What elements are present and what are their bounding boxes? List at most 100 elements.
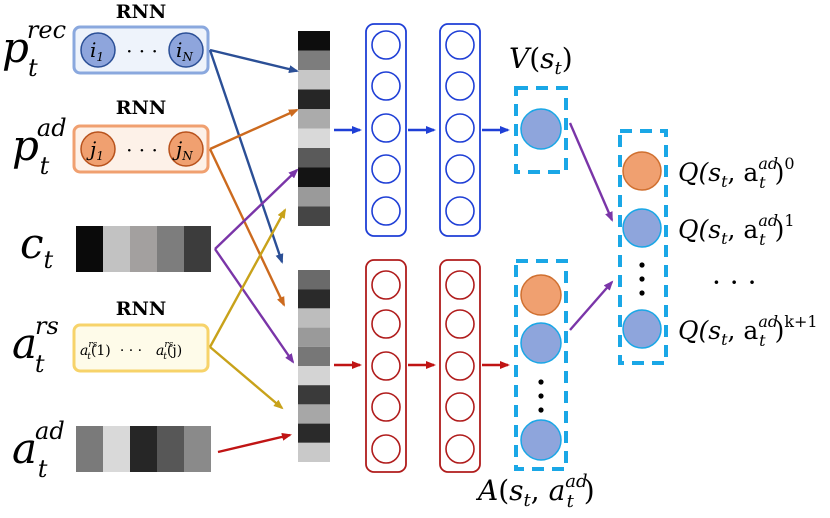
svg-text:jN: jN <box>172 137 193 163</box>
bot-vec-cell-2 <box>298 308 330 328</box>
value-dashed-box <box>514 86 568 174</box>
svg-text:j1: j1 <box>86 137 104 163</box>
aad-cell-2 <box>130 426 157 472</box>
bot-l2-node-2 <box>445 351 475 381</box>
top-vec-cell-1 <box>298 50 330 70</box>
q-node-1 <box>622 208 662 248</box>
arrow-pad-bottom <box>208 148 286 307</box>
arrow-aad-bottom <box>217 432 292 454</box>
rnn-title-rs: RNN <box>116 298 167 320</box>
arrow-ars-top <box>208 208 287 348</box>
advantage-node-0 <box>520 274 562 316</box>
concat-vector-bottom <box>298 270 330 462</box>
label-c: ct <box>20 219 54 274</box>
bot-vec-cell-9 <box>298 442 330 462</box>
ellipsis-ad: · · · <box>126 138 158 162</box>
q-node-k <box>622 309 662 349</box>
concat-vector-top <box>298 31 330 226</box>
value-label: V(st) <box>509 42 573 79</box>
bottom-layer-1-nodes <box>371 270 401 464</box>
top-l1-node-2 <box>371 113 401 143</box>
rnn-node-iN <box>168 32 204 68</box>
advantage-vdots-2 <box>538 393 544 399</box>
top-vec-cell-9 <box>298 206 330 226</box>
top-vec-cell-8 <box>298 187 330 207</box>
bot-vec-cell-7 <box>298 404 330 424</box>
q-node-0 <box>622 151 662 191</box>
q-dashed-box <box>618 129 668 365</box>
feature-bar-a-ad <box>76 426 211 472</box>
top-vec-cell-5 <box>298 128 330 148</box>
arrow-v-to-q <box>568 122 614 222</box>
bot-l1-node-1 <box>371 309 401 339</box>
bottom-stream <box>334 259 510 473</box>
svg-text:· · ·: · · · <box>120 343 142 359</box>
bottom-layer-2-nodes <box>445 270 475 464</box>
rnn-node-i1 <box>80 32 116 68</box>
bot-vec-cell-4 <box>298 346 330 366</box>
ct-cell-0 <box>76 226 103 272</box>
top-layer-2-nodes <box>445 30 475 226</box>
top-vec-cell-2 <box>298 70 330 90</box>
rnn-title-ad: RNN <box>116 97 167 119</box>
svg-text:iN: iN <box>176 38 193 64</box>
q-output-head <box>618 129 668 365</box>
advantage-dashed-box <box>514 259 568 471</box>
aad-cell-1 <box>103 426 130 472</box>
bot-vec-cell-8 <box>298 423 330 443</box>
bot-l2-node-3 <box>445 392 475 422</box>
top-l2-node-2 <box>445 113 475 143</box>
ct-cell-2 <box>130 226 157 272</box>
bot-vec-cell-0 <box>298 270 330 290</box>
bot-l1-node-2 <box>371 351 401 381</box>
rnn-box-rec: i1 iN · · · <box>72 25 210 75</box>
arrow-pad-top <box>209 108 299 151</box>
top-vec-cell-3 <box>298 89 330 109</box>
top-l1-node-3 <box>371 154 401 184</box>
advantage-node-k <box>520 419 562 461</box>
top-vec-cell-6 <box>298 148 330 168</box>
bot-l2-node-0 <box>445 270 475 300</box>
top-vec-cell-7 <box>298 167 330 187</box>
top-l2-node-0 <box>445 30 475 60</box>
top-l1-node-4 <box>371 196 401 226</box>
ct-cell-4 <box>184 226 211 272</box>
rnn-title-rec: RNN <box>116 1 167 23</box>
advantage-vdots-1 <box>538 379 544 385</box>
feature-bar-ct <box>76 226 211 272</box>
aad-cell-4 <box>184 426 211 472</box>
top-vec-cell-0 <box>298 31 330 51</box>
top-l1-node-0 <box>371 30 401 60</box>
top-stream <box>334 23 510 237</box>
arrow-ct-top <box>214 168 299 250</box>
bot-l1-node-3 <box>371 392 401 422</box>
arrow-prec-top <box>209 48 299 74</box>
advantage-vdots-3 <box>538 407 544 413</box>
q-vdots-2 <box>639 276 645 282</box>
bot-vec-cell-5 <box>298 366 330 386</box>
top-l2-node-1 <box>445 71 475 101</box>
svg-text:i1: i1 <box>90 38 104 64</box>
arrow-a-to-q <box>569 280 614 331</box>
advantage-node-1 <box>520 322 562 364</box>
bot-l1-node-4 <box>371 434 401 464</box>
q-more-ellipsis: · · · <box>712 266 757 299</box>
bot-l1-node-0 <box>371 270 401 300</box>
bot-vec-cell-6 <box>298 385 330 405</box>
rnn-titles: RNN RNN RNN <box>116 1 167 320</box>
q-vdots-1 <box>639 262 645 268</box>
